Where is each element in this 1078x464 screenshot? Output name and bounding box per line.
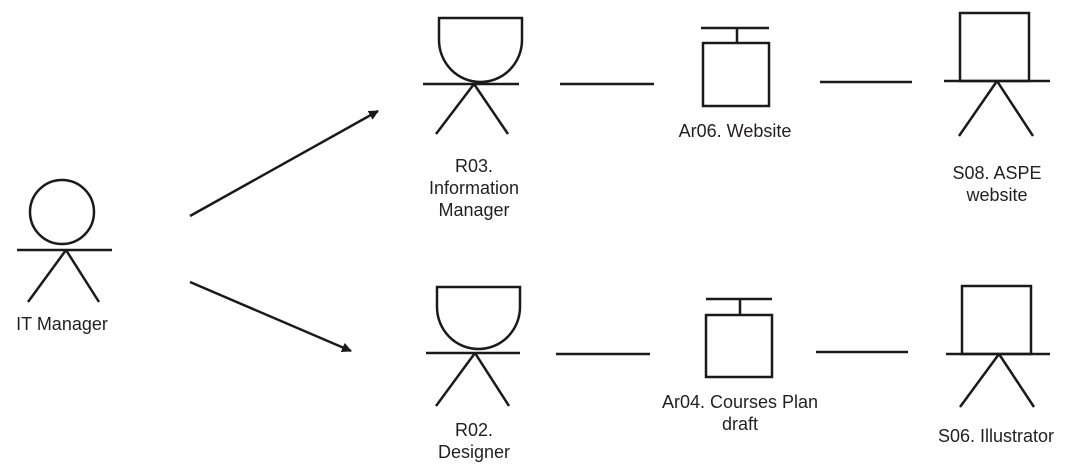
illustrator-label: S06. Illustrator (937, 426, 1055, 446)
it-manager-actor-icon (17, 178, 112, 303)
designer-role-icon (426, 285, 522, 407)
it-manager-label: IT Manager (16, 314, 108, 334)
illustrator-system-icon (946, 284, 1050, 408)
information-manager-label: R03. Information Manager (428, 156, 520, 220)
courses-plan-artifact-icon (704, 297, 774, 379)
aspe-website-label: S08. ASPE website (952, 163, 1042, 205)
information-manager-role-icon (423, 16, 524, 135)
courses-plan-artifact-label: Ar04. Courses Plan draft (661, 392, 819, 434)
website-artifact-label: Ar06. Website (678, 121, 792, 141)
designer-label: R02. Designer (437, 420, 511, 462)
arrow-to-information-manager (189, 109, 379, 218)
aspe-website-system-icon (944, 11, 1050, 137)
arrow-to-designer (189, 280, 352, 353)
website-artifact-icon (701, 26, 771, 108)
